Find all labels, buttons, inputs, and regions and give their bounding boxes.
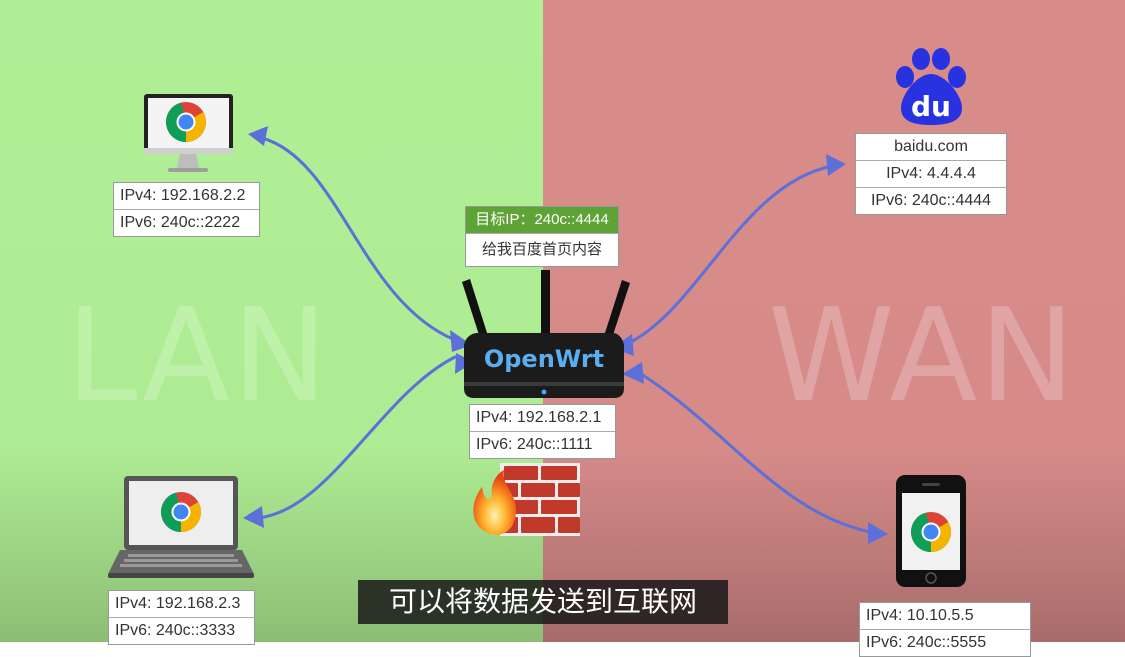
diagram-graphics: OpenWrt d xyxy=(108,48,966,587)
arrowhead-desktop xyxy=(248,126,268,146)
baidu-domain: baidu.com xyxy=(894,138,968,155)
arrow-router-laptop xyxy=(256,355,457,520)
baidu-address-box: baidu.com IPv4: 4.4.4.4 IPv6: 240c::4444 xyxy=(855,133,1007,215)
chrome-icon xyxy=(161,492,201,532)
laptop-ipv6: IPv6: 240c::3333 xyxy=(109,617,254,644)
desktop-ipv6: IPv6: 240c::2222 xyxy=(114,209,259,236)
phone-ipv6: IPv6: 240c::5555 xyxy=(860,629,1030,656)
laptop-icon xyxy=(108,476,254,578)
desktop-computer-icon xyxy=(144,94,233,172)
chrome-icon xyxy=(911,512,951,552)
firewall-icon xyxy=(473,463,580,536)
connection-arrows xyxy=(256,136,877,535)
lan-zone-label: LAN xyxy=(66,282,330,431)
arrow-router-phone xyxy=(636,370,877,535)
arrowhead-laptop xyxy=(243,506,264,528)
arrowhead-baidu xyxy=(826,154,846,176)
laptop-address-box: IPv4: 192.168.2.3 IPv6: 240c::3333 xyxy=(108,590,255,645)
baidu-ipv6: IPv6: 240c::4444 xyxy=(856,187,1006,214)
arrow-router-baidu xyxy=(623,164,834,347)
arrowhead-phone xyxy=(868,522,888,544)
wan-zone-background xyxy=(543,0,1125,642)
lan-zone-background xyxy=(0,0,543,642)
arrow-desktop-router xyxy=(260,136,457,342)
video-subtitle: 可以将数据发送到互联网 xyxy=(358,580,728,624)
router-brand-label: OpenWrt xyxy=(484,345,604,373)
flame-icon xyxy=(473,470,516,535)
packet-content: 给我百度首页内容 xyxy=(466,233,618,266)
baidu-paw-icon: du xyxy=(896,48,966,125)
packet-target-ip: 目标IP：240c::4444 xyxy=(466,207,618,233)
chrome-icon xyxy=(166,102,206,142)
phone-ipv4: IPv4: 10.10.5.5 xyxy=(866,607,974,624)
smartphone-icon xyxy=(896,475,966,587)
router-address-box: IPv4: 192.168.2.1 IPv6: 240c::1111 xyxy=(469,404,616,459)
router-ipv6: IPv6: 240c::1111 xyxy=(470,431,615,458)
baidu-logo-text: du xyxy=(911,90,951,123)
laptop-ipv4: IPv4: 192.168.2.3 xyxy=(115,595,241,612)
router-ipv4: IPv4: 192.168.2.1 xyxy=(476,409,602,426)
packet-box: 目标IP：240c::4444 给我百度首页内容 xyxy=(465,206,619,267)
wan-zone-label: WAN xyxy=(768,282,1077,431)
router-icon: OpenWrt xyxy=(462,270,630,398)
desktop-address-box: IPv4: 192.168.2.2 IPv6: 240c::2222 xyxy=(113,182,260,237)
baidu-ipv4: IPv4: 4.4.4.4 xyxy=(856,160,1006,187)
desktop-ipv4: IPv4: 192.168.2.2 xyxy=(120,187,246,204)
phone-address-box: IPv4: 10.10.5.5 IPv6: 240c::5555 xyxy=(859,602,1031,657)
arrowhead-router-right-bottom xyxy=(622,362,644,384)
